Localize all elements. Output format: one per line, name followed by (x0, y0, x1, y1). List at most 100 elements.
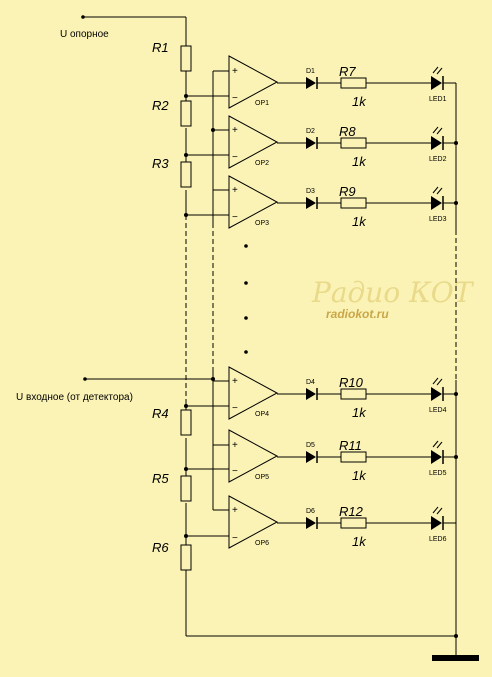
opamp-label-2: OP2 (255, 160, 269, 167)
resistor-value-12: 1k (352, 534, 367, 549)
diode-4 (306, 388, 316, 400)
diode-label-4: D4 (306, 379, 315, 386)
opamp-minus-pin: − (232, 93, 238, 104)
opamp-6 (228, 495, 279, 549)
diode-label-2: D2 (306, 128, 315, 135)
resistor-label-10: R10 (339, 375, 364, 390)
resistor-label-7: R7 (339, 64, 356, 79)
resistor-7 (340, 77, 367, 89)
wiring (83, 16, 458, 655)
led-label-6: LED6 (429, 536, 447, 543)
diode-label-1: D1 (306, 68, 315, 75)
led-arrow (432, 186, 439, 194)
diode-label-3: D3 (306, 188, 315, 195)
ellipsis-dot (244, 281, 248, 285)
led-arrow (432, 506, 439, 514)
diode-6 (306, 517, 316, 529)
resistor-label-11: R11 (339, 438, 362, 453)
divider-resistor-3 (180, 161, 192, 188)
diode-5 (306, 451, 316, 463)
led-label-3: LED3 (429, 216, 447, 223)
resistor-value-10: 1k (352, 405, 367, 420)
uref-label: U опорное (60, 29, 109, 40)
opamp-minus-pin: − (232, 152, 238, 163)
led-6 (431, 516, 442, 530)
divider-resistor-2 (180, 100, 192, 127)
opamp-1 (228, 55, 279, 109)
ground-bar (432, 655, 479, 661)
resistor-9 (340, 197, 367, 209)
opamp-plus-pin: + (232, 185, 238, 196)
opamp-label-6: OP6 (255, 540, 269, 547)
opamp-2 (228, 115, 279, 169)
opamp-4 (228, 366, 279, 420)
opamp-5 (228, 429, 279, 483)
led-3 (431, 196, 442, 210)
resistor-label-12: R12 (339, 504, 364, 519)
divider-resistor-6 (180, 544, 192, 571)
diode-3 (306, 197, 316, 209)
divider-resistor-5 (180, 475, 192, 502)
resistor-value-7: 1k (352, 94, 367, 109)
opamp-3 (228, 175, 279, 229)
uin-label: U входное (от детектора) (16, 392, 133, 403)
led-label-2: LED2 (429, 156, 447, 163)
led-arrow (432, 66, 439, 74)
resistor-label-9: R9 (339, 184, 356, 199)
led-arrow (436, 378, 443, 386)
led-arrow (436, 127, 443, 135)
opamp-plus-pin: + (232, 440, 238, 451)
led-label-1: LED1 (429, 96, 447, 103)
ellipsis-dot (244, 316, 248, 320)
r4-label: R4 (152, 406, 169, 421)
diode-label-6: D6 (306, 508, 315, 515)
led-arrow (432, 440, 439, 448)
resistor-value-9: 1k (352, 214, 367, 229)
resistor-8 (340, 137, 367, 149)
led-arrow (436, 187, 443, 195)
resistor-value-8: 1k (352, 154, 367, 169)
resistor-label-8: R8 (339, 124, 356, 139)
diode-2 (306, 137, 316, 149)
opamp-label-1: OP1 (255, 100, 269, 107)
led-arrow (432, 377, 439, 385)
r1-label: R1 (152, 40, 169, 55)
opamp-plus-pin: + (232, 376, 238, 387)
r2-label: R2 (152, 98, 169, 113)
resistor-10 (340, 388, 367, 400)
led-5 (431, 450, 442, 464)
resistor-11 (340, 451, 367, 463)
led-label-4: LED4 (429, 407, 447, 414)
opamp-plus-pin: + (232, 125, 238, 136)
resistor-12 (340, 517, 367, 529)
opamp-label-3: OP3 (255, 220, 269, 227)
diode-1 (306, 77, 316, 89)
opamp-plus-pin: + (232, 505, 238, 516)
opamp-label-5: OP5 (255, 474, 269, 481)
opamp-minus-pin: − (232, 533, 238, 544)
led-arrow (436, 67, 443, 75)
r5-label: R5 (152, 471, 169, 486)
opamp-minus-pin: − (232, 403, 238, 414)
led-label-5: LED5 (429, 470, 447, 477)
led-arrow (436, 507, 443, 515)
opamp-minus-pin: − (232, 466, 238, 477)
watermark-title: Радио КОТ (311, 276, 475, 309)
watermark-site: radiokot.ru (326, 307, 389, 321)
led-1 (431, 76, 442, 90)
resistor-value-11: 1k (352, 468, 367, 483)
ellipsis-dot (244, 350, 248, 354)
led-arrow (432, 126, 439, 134)
divider-resistor-1 (180, 45, 192, 72)
opamp-label-4: OP4 (255, 411, 269, 418)
led-2 (431, 136, 442, 150)
r3-label: R3 (152, 156, 169, 171)
opamp-plus-pin: + (232, 66, 238, 77)
opamp-minus-pin: − (232, 212, 238, 223)
r6-label: R6 (152, 540, 169, 555)
diode-label-5: D5 (306, 442, 315, 449)
led-4 (431, 387, 442, 401)
